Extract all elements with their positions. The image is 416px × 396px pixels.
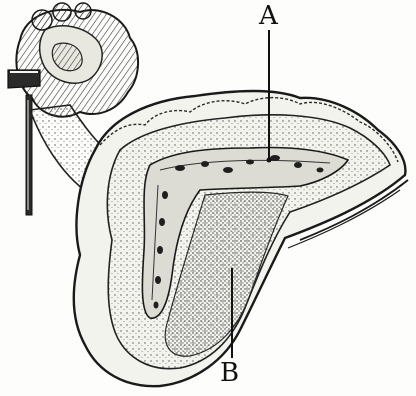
label-b: B xyxy=(220,360,239,386)
label-a: A xyxy=(259,3,278,29)
upper-left-mass xyxy=(16,3,138,117)
